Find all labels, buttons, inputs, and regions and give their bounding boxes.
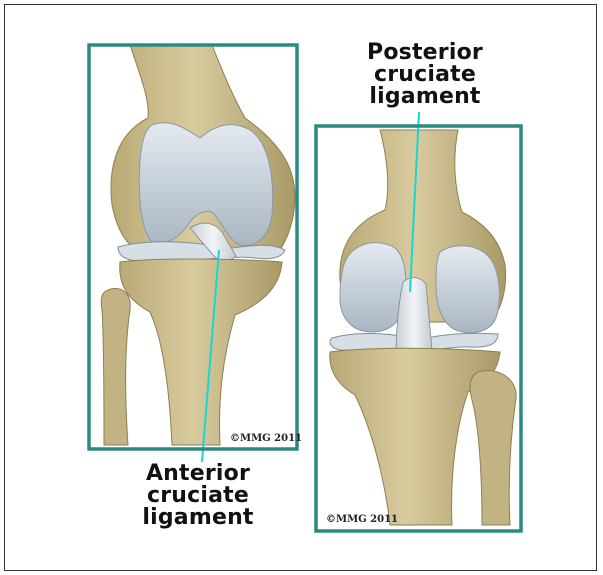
right-lateral-condyle	[436, 246, 499, 333]
label-line: cruciate	[118, 485, 278, 507]
anterior-cruciate-ligament-label: Anterior cruciate ligament	[118, 463, 278, 529]
posterior-cruciate-ligament-label: Posterior cruciate ligament	[340, 42, 510, 108]
right-fibula	[470, 370, 516, 525]
copyright-notice: ©MMG 2011	[326, 514, 398, 525]
label-line: ligament	[340, 86, 510, 108]
label-line: cruciate	[340, 64, 510, 86]
label-line: ligament	[118, 507, 278, 529]
copyright-notice: ©MMG 2011	[230, 433, 302, 444]
right-medial-condyle	[340, 243, 406, 332]
left-tibia	[120, 259, 282, 445]
anterior-view-panel	[89, 45, 297, 462]
label-line: Posterior	[340, 42, 510, 64]
posterior-view-panel	[316, 112, 521, 531]
left-fibula	[101, 288, 130, 445]
label-line: Anterior	[118, 463, 278, 485]
